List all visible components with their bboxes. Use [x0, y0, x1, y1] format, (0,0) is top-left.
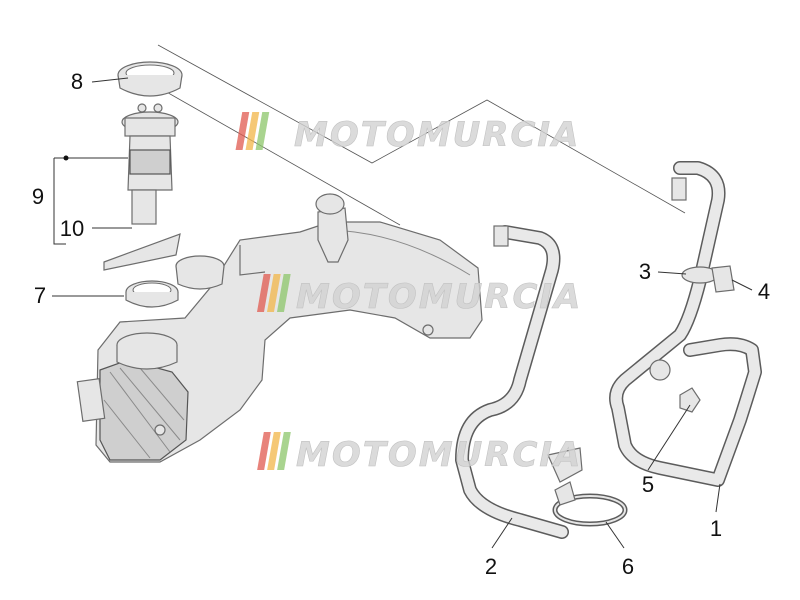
- callout-1: 1: [710, 516, 722, 541]
- part-5-clamp: [679, 387, 701, 413]
- watermark-text: MOTOMURCIA: [296, 277, 582, 317]
- callout-7: 7: [34, 283, 46, 308]
- part-4-bracket: [711, 265, 735, 293]
- fuel-tank: [76, 193, 483, 463]
- watermark-stripes-icon: [256, 274, 291, 312]
- part-2-hose: [455, 225, 569, 539]
- callout-6: 6: [622, 554, 634, 579]
- leader-lines: [52, 77, 753, 549]
- callout-2: 2: [485, 554, 497, 579]
- watermark-bottom: MOTOMURCIA: [257, 432, 582, 475]
- callout-8: 8: [71, 69, 83, 94]
- callout-4: 4: [758, 279, 770, 304]
- part-8-lock-ring: [117, 61, 183, 97]
- watermark-stripes-icon: [257, 432, 291, 470]
- watermark-stripes-icon: [235, 112, 270, 150]
- part-6-hose-clamp: [547, 447, 628, 527]
- callout-labels: 1 2 3 4 5 6 7 8 9 10: [32, 69, 770, 579]
- callout-9: 9: [32, 184, 44, 209]
- part-9-fuel-pump: [121, 103, 179, 191]
- watermark-text: MOTOMURCIA: [294, 115, 580, 155]
- watermark-middle: MOTOMURCIA: [256, 274, 582, 317]
- callout-10: 10: [60, 216, 84, 241]
- watermark-top: MOTOMURCIA: [235, 112, 580, 155]
- part-7-filler-ring: [125, 280, 179, 308]
- assembly-guide-lines: [141, 44, 686, 226]
- part-10-filter: [103, 189, 181, 271]
- callout-5: 5: [642, 472, 654, 497]
- part-1-hose: [609, 161, 762, 487]
- watermark-text: MOTOMURCIA: [296, 435, 582, 475]
- callout-3: 3: [639, 259, 651, 284]
